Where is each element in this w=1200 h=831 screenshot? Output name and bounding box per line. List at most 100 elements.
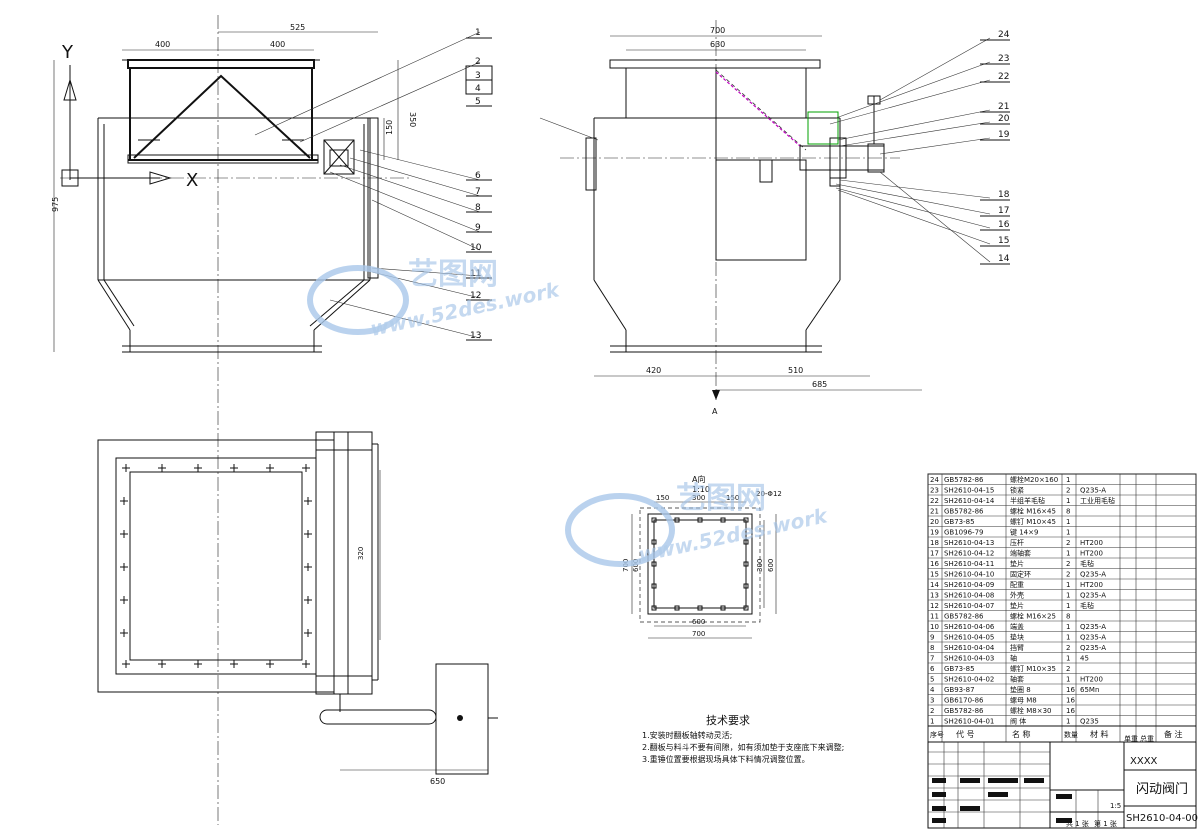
bom-cell-qty: 2 bbox=[1066, 644, 1070, 652]
bom-cell-code: SH2610-04-06 bbox=[944, 623, 995, 631]
tb-company: XXXX bbox=[1130, 756, 1158, 767]
balloon-23: 23 bbox=[998, 54, 1009, 64]
balloon-7: 7 bbox=[475, 187, 481, 197]
bom-cell-code: SH2610-04-10 bbox=[944, 571, 994, 579]
bom-cell-code: GB5782-86 bbox=[944, 707, 984, 715]
bom-cell-no: 2 bbox=[930, 707, 934, 715]
balloon-8: 8 bbox=[475, 203, 481, 213]
bom-cell-name: 螺钉 M10×45 bbox=[1010, 517, 1056, 526]
balloon-5: 5 bbox=[475, 97, 481, 107]
title-block: XXXX 闪动阀门 SH2610-04-00 1:5 共 1 张 第 1 张 bbox=[927, 741, 1198, 829]
bom-cell-code: GB5782-86 bbox=[944, 476, 984, 484]
bom-cell-name: 挡臂 bbox=[1010, 643, 1024, 652]
balloon-10: 10 bbox=[470, 243, 482, 253]
bom-cell-qty: 2 bbox=[1066, 571, 1070, 579]
bom-cell-qty: 1 bbox=[1066, 592, 1070, 600]
bom-cell-no: 14 bbox=[930, 581, 939, 589]
bom-cell-no: 10 bbox=[930, 623, 939, 631]
bom-h-code: 代 号 bbox=[956, 729, 975, 739]
bom-cell-name: 螺栓 M16×25 bbox=[1010, 612, 1056, 621]
dim-420: 420 bbox=[646, 366, 661, 375]
balloon-15: 15 bbox=[998, 236, 1009, 246]
axis-x-label: X bbox=[186, 170, 198, 191]
balloon-24: 24 bbox=[998, 30, 1010, 40]
watermark-logo-2: 艺图网 www.52des.work bbox=[565, 481, 831, 567]
balloon-17: 17 bbox=[998, 206, 1009, 216]
bom-cell-no: 15 bbox=[930, 571, 939, 579]
bom-cell-name: 螺母 M8 bbox=[1010, 696, 1037, 705]
bom-cell-mat: Q235-A bbox=[1080, 623, 1106, 631]
dim-400-right: 400 bbox=[270, 40, 285, 49]
dim-a-holes: 20-Φ12 bbox=[756, 490, 782, 498]
balloon-16: 16 bbox=[998, 220, 1010, 230]
bom-cell-name: 垫片 bbox=[1010, 559, 1024, 568]
bom-cell-code: SH2610-04-09 bbox=[944, 581, 994, 589]
dim-350: 350 bbox=[408, 112, 417, 127]
bom-cell-no: 21 bbox=[930, 508, 939, 516]
bom-cell-qty: 1 bbox=[1066, 550, 1070, 558]
tech-requirements: 技术要求 1.安装时翻板轴转动灵活; 2.翻板与料斗不要有间隙，如有须加垫于支座… bbox=[642, 714, 844, 764]
bom-h-qty: 数量 bbox=[1064, 730, 1078, 739]
balloon-18: 18 bbox=[998, 190, 1010, 200]
bom-cell-qty: 16 bbox=[1066, 697, 1075, 705]
bom-cell-qty: 1 bbox=[1066, 634, 1070, 642]
bom-cell-no: 17 bbox=[930, 550, 939, 558]
bom-cell-code: SH2610-04-02 bbox=[944, 676, 994, 684]
bom-cell-qty: 16 bbox=[1066, 707, 1075, 715]
tech-req-3: 3.重锤位置要根据现场具体下料情况调整位置。 bbox=[642, 754, 810, 764]
bom-cell-qty: 1 bbox=[1066, 497, 1070, 505]
dim-a-600-h: 600 bbox=[692, 618, 705, 626]
axis-y-label: Y bbox=[61, 42, 74, 63]
bom-cell-mat: HT200 bbox=[1080, 550, 1103, 558]
dim-a-300: 300 bbox=[692, 494, 705, 502]
bom-cell-qty: 8 bbox=[1066, 508, 1070, 516]
bom-cell-name: 半组羊毛毡 bbox=[1010, 496, 1045, 505]
bom-cell-no: 18 bbox=[930, 539, 939, 547]
a-view-title: A向 bbox=[692, 474, 705, 484]
balloon-6: 6 bbox=[475, 171, 481, 181]
bom-h-unit: 单重 bbox=[1124, 734, 1138, 743]
bom-cell-no: 11 bbox=[930, 613, 939, 621]
dim-685: 685 bbox=[812, 380, 827, 389]
bom-cell-mat: HT200 bbox=[1080, 539, 1103, 547]
tech-req-2: 2.翻板与料斗不要有间隙，如有须加垫于支座底下来调整; bbox=[642, 742, 844, 752]
dim-650: 650 bbox=[430, 777, 445, 786]
tech-req-title: 技术要求 bbox=[706, 714, 750, 727]
bom-cell-mat: 毛毡 bbox=[1080, 559, 1094, 568]
bom-cell-name: 垫圈 8 bbox=[1010, 685, 1031, 694]
bom-cell-name: 轴 bbox=[1010, 654, 1017, 663]
bom-cell-qty: 8 bbox=[1066, 613, 1070, 621]
bom-cell-name: 外壳 bbox=[1010, 591, 1024, 600]
bom-cell-code: GB73-85 bbox=[944, 665, 975, 673]
bom-cell-no: 4 bbox=[930, 686, 935, 694]
bom-h-name: 名 称 bbox=[1012, 729, 1031, 739]
bom-cell-no: 12 bbox=[930, 602, 939, 610]
bom-cell-mat: Q235-A bbox=[1080, 644, 1106, 652]
bom-cell-name: 螺栓 M8×30 bbox=[1010, 706, 1052, 715]
bom-cell-name: 配重 bbox=[1010, 581, 1024, 589]
bom-cell-code: GB5782-86 bbox=[944, 613, 984, 621]
dim-700: 700 bbox=[710, 26, 725, 35]
dim-a-150-left: 150 bbox=[656, 494, 669, 502]
tb-drawing-name: 闪动阀门 bbox=[1136, 782, 1188, 797]
bom-cell-code: SH2610-04-05 bbox=[944, 634, 994, 642]
bom-cell-no: 5 bbox=[930, 676, 934, 684]
bom-cell-mat: 毛毡 bbox=[1080, 601, 1094, 610]
bom-h-note: 备 注 bbox=[1164, 729, 1183, 739]
bom-cell-mat: Q235 bbox=[1080, 718, 1099, 726]
dim-525: 525 bbox=[290, 23, 305, 32]
balloon-20: 20 bbox=[998, 114, 1010, 124]
bom-cell-name: 端盖 bbox=[1010, 622, 1024, 631]
bom-cell-code: GB1096-79 bbox=[944, 529, 983, 537]
a-view-scale: 1:10 bbox=[692, 485, 710, 494]
dim-400-left: 400 bbox=[155, 40, 170, 49]
dim-630: 630 bbox=[710, 40, 725, 49]
bom-cell-qty: 1 bbox=[1066, 676, 1070, 684]
balloon-11: 11 bbox=[470, 269, 481, 279]
balloon-21: 21 bbox=[998, 102, 1009, 112]
bom-cell-code: SH2610-04-11 bbox=[944, 560, 994, 568]
bolt-crosses bbox=[120, 464, 312, 668]
plan-view: 650 320 bbox=[97, 431, 498, 786]
bom-cell-mat: Q235-A bbox=[1080, 592, 1106, 600]
